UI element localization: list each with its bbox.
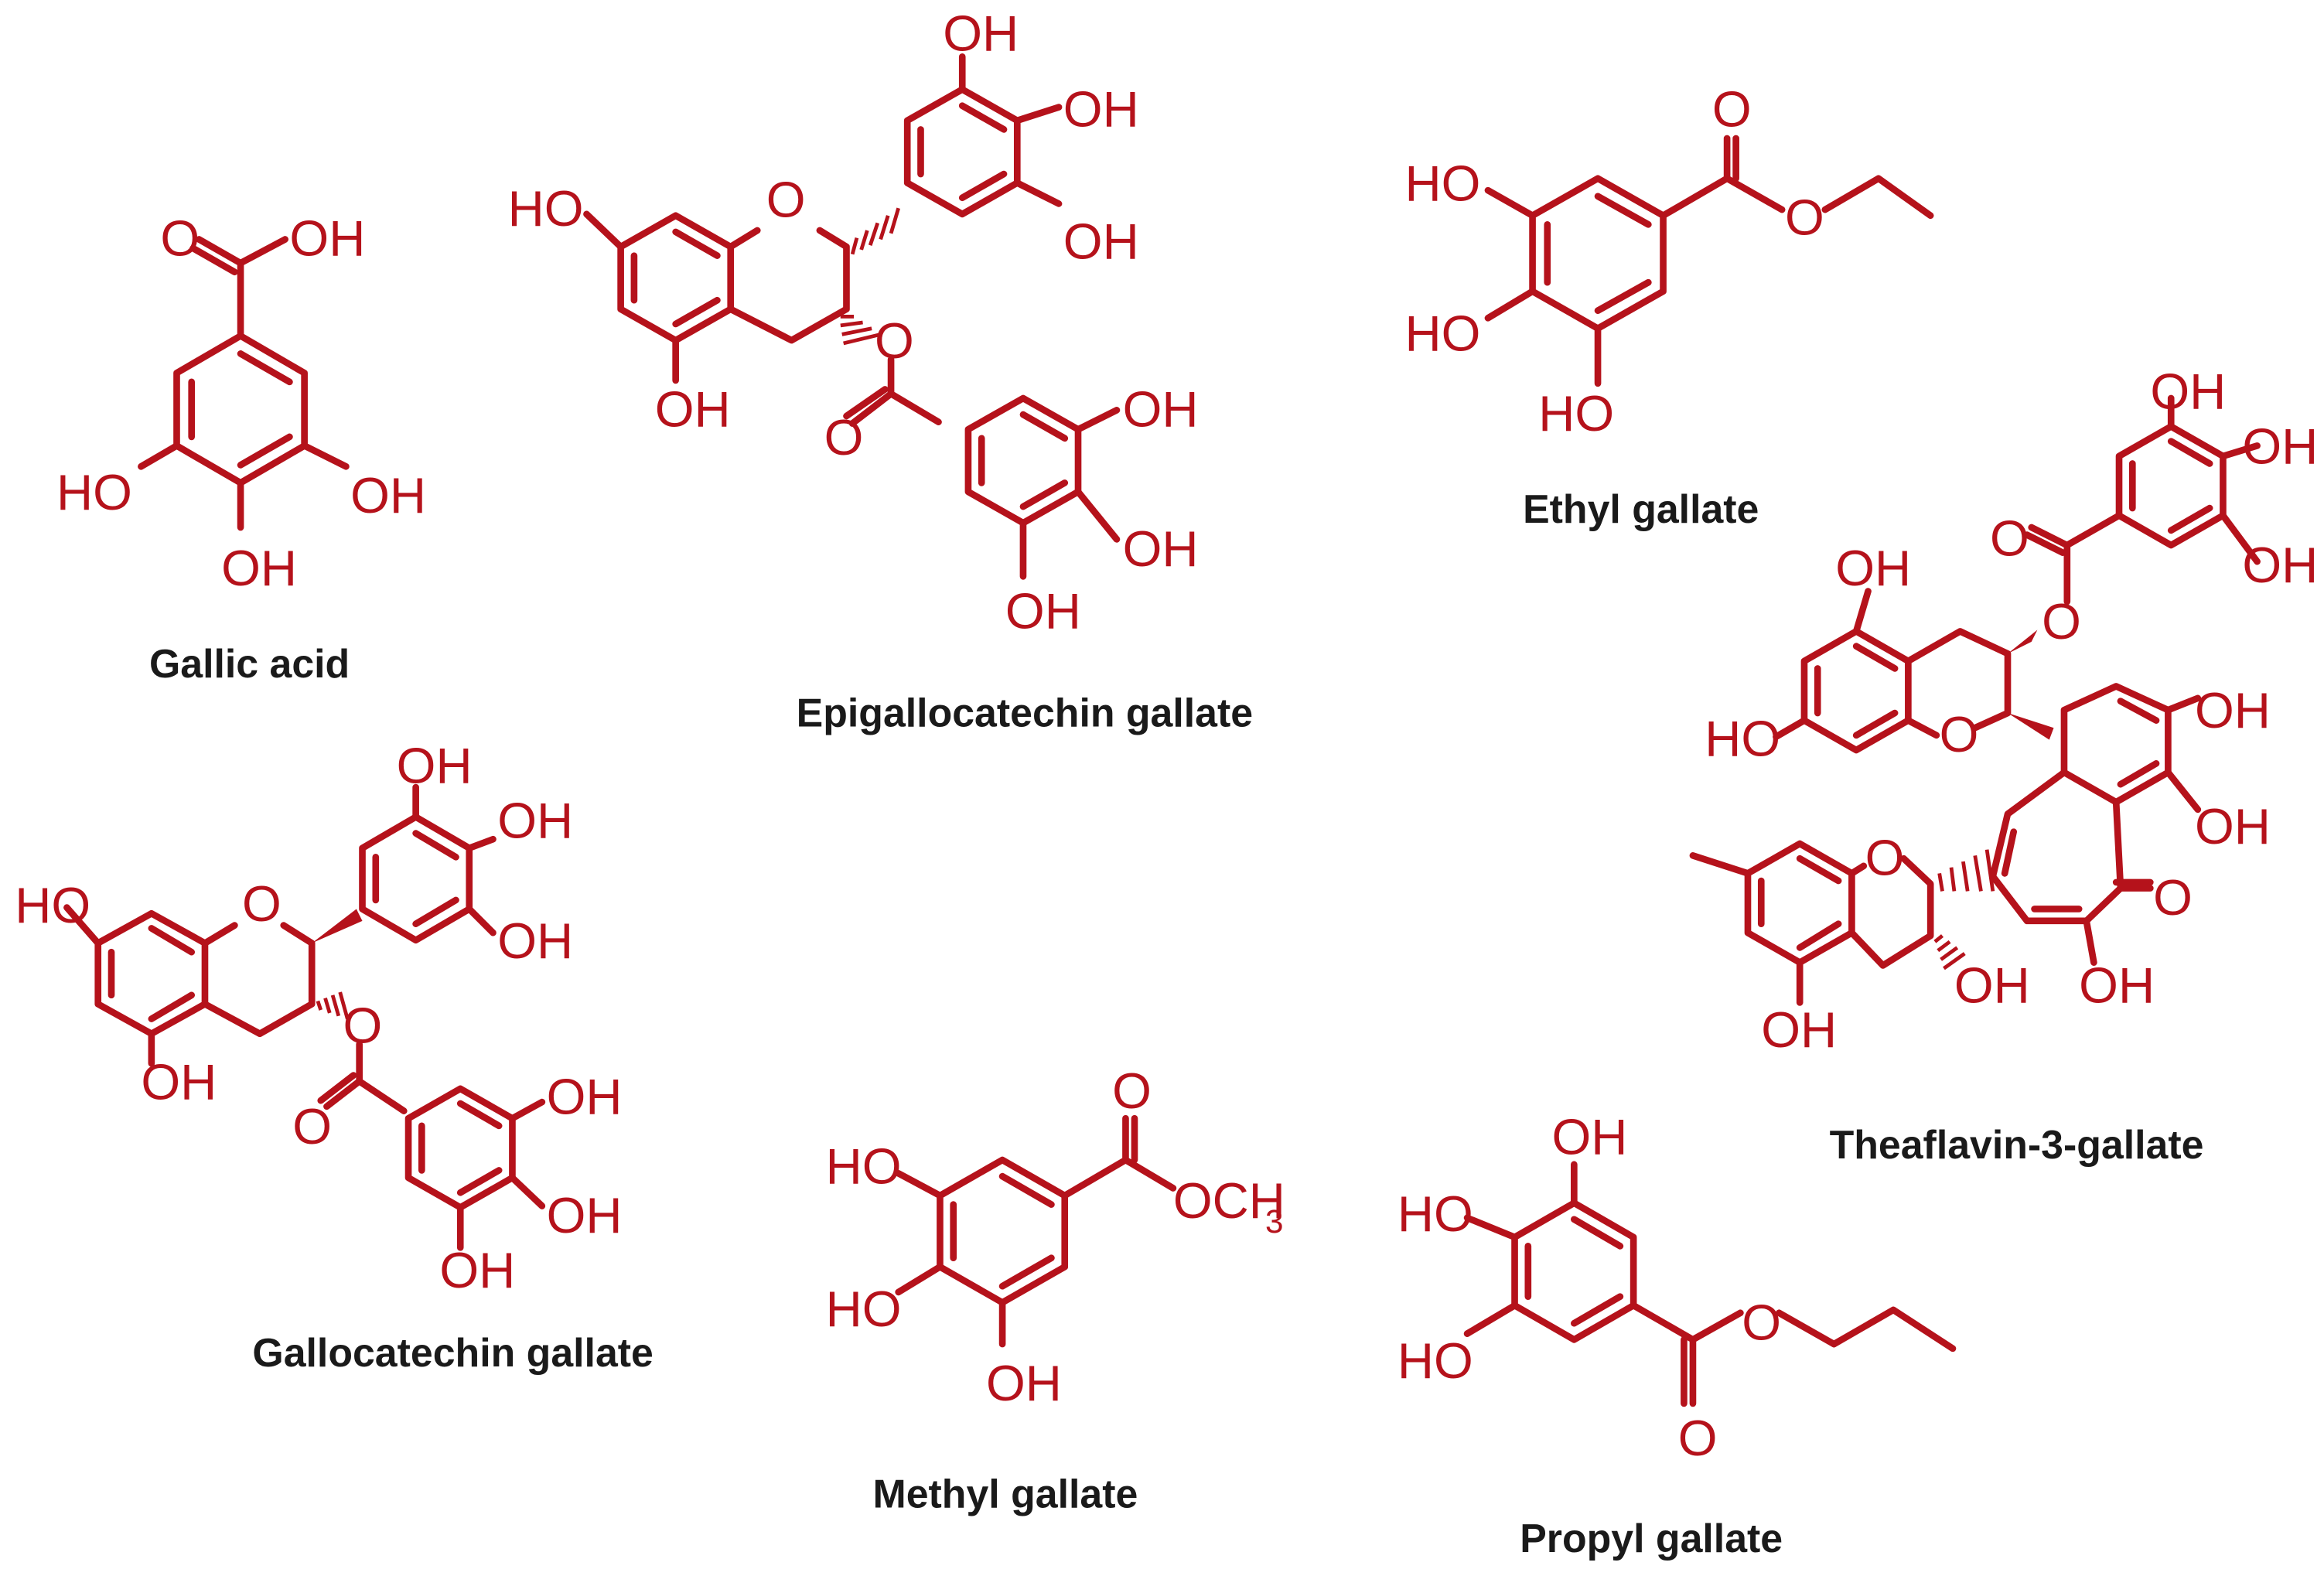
caption-gcg: Gallocatechin gallate (252, 1330, 653, 1375)
ethyl-ho-3: HO (1538, 385, 1614, 442)
caption-egcg: Epigallocatechin gallate (797, 690, 1253, 735)
tf-g-oh-3: OH (2242, 537, 2318, 593)
gcg-g-oh-1: OH (547, 1068, 623, 1124)
gcg-wedge-2 (312, 909, 363, 943)
tf-oh-5b: OH (1761, 1001, 1837, 1058)
gallic-carboxyl-oh: OH (289, 210, 365, 267)
tf-ester-o: O (2042, 593, 2081, 650)
methyl-ho-1: HO (826, 1138, 902, 1195)
tf-keto-o: O (2153, 869, 2193, 926)
gcg-ho-7: HO (15, 877, 90, 933)
tf-carbonyl-o: O (1990, 510, 2029, 567)
gcg-g-oh-2: OH (547, 1187, 623, 1243)
propyl-carbonyl-o: O (1678, 1410, 1718, 1466)
tf-oh-a: OH (2195, 682, 2271, 739)
egcg-structure: HO O OH OH OH OH O O OH OH OH (508, 5, 1199, 640)
tf-ho-7: HO (1705, 711, 1780, 767)
tf-wedge-3 (2008, 629, 2038, 654)
egcg-hash-c2 (850, 207, 900, 255)
propyl-ester-o: O (1742, 1294, 1781, 1350)
propyl-gallate-structure: OH HO HO O O (1397, 1108, 1957, 1466)
egcg-carbonyl-o: O (824, 409, 864, 466)
gcg-g-oh-3: OH (439, 1242, 515, 1298)
egcg-oh-5: OH (655, 380, 731, 437)
egcg-hash-c3 (840, 314, 882, 346)
gcg-structure: HO O OH OH OH OH O O OH OH OH (15, 737, 622, 1298)
tf-g-oh-1: OH (2150, 363, 2226, 419)
tf-ring-o-1: O (1940, 706, 1979, 762)
gallic-acid-structure: O OH HO OH OH (56, 210, 426, 596)
gcg-b-oh-2: OH (497, 792, 573, 848)
ethyl-carbonyl-o: O (1712, 81, 1752, 138)
egcg-b-oh-3: OH (1063, 213, 1139, 269)
ethyl-gallate-structure: HO HO HO O O (1404, 81, 1934, 442)
propyl-ho-1: HO (1397, 1185, 1473, 1242)
gcg-carbonyl-o: O (292, 1098, 332, 1155)
tf-g-oh-2: OH (2242, 418, 2318, 474)
tf-ring-o-2: O (1865, 829, 1905, 885)
gcg-oh-5: OH (141, 1053, 217, 1110)
caption-propyl-gallate: Propyl gallate (1520, 1516, 1783, 1561)
gcg-b-oh-3: OH (497, 913, 573, 969)
egcg-b-oh-2: OH (1063, 81, 1139, 138)
methyl-gallate-structure: HO HO OH O OCH 3 (826, 1063, 1285, 1411)
gcg-ring-o: O (242, 875, 282, 932)
egcg-ring-o: O (766, 172, 806, 228)
egcg-g-oh-2: OH (1123, 520, 1199, 577)
methyl-ho-2: HO (826, 1281, 902, 1337)
gcg-hash-c3 (316, 991, 350, 1020)
tf-oh-b: OH (2195, 798, 2271, 855)
tf-oh-5: OH (1835, 540, 1911, 596)
propyl-oh-1: OH (1552, 1108, 1628, 1165)
egcg-b-oh-1: OH (943, 5, 1019, 62)
gallic-carbonyl-o: O (160, 210, 200, 267)
egcg-g-oh-1: OH (1123, 380, 1199, 437)
ethyl-ho-1: HO (1404, 155, 1480, 212)
egcg-ho-7: HO (508, 180, 584, 237)
methyl-och: OCH (1173, 1172, 1285, 1229)
tf-wedge-2 (2008, 713, 2054, 740)
tf-hash-oh (1933, 934, 1966, 971)
gallic-ho-left: HO (56, 464, 132, 520)
caption-gallic-acid: Gallic acid (149, 641, 350, 686)
gcg-ester-o: O (343, 997, 383, 1053)
methyl-subscript: 3 (1265, 1203, 1284, 1240)
methyl-carbonyl-o: O (1112, 1063, 1152, 1119)
egcg-g-oh-3: OH (1005, 583, 1081, 640)
propyl-ho-2: HO (1397, 1332, 1473, 1389)
egcg-ester-o: O (875, 312, 914, 369)
gcg-b-oh-1: OH (397, 737, 473, 793)
caption-theaflavin: Theaflavin-3-gallate (1830, 1122, 2204, 1167)
caption-methyl-gallate: Methyl gallate (873, 1471, 1138, 1516)
theaflavin-structure: OH OH OH O O OH HO O OH OH O OH O OH OH (1689, 363, 2318, 1058)
caption-ethyl-gallate: Ethyl gallate (1523, 486, 1759, 531)
methyl-oh-3: OH (986, 1355, 1062, 1411)
tf-oh-c: OH (2079, 957, 2155, 1013)
gallic-oh-right: OH (350, 467, 426, 524)
ethyl-ester-o: O (1785, 189, 1824, 246)
ethyl-ho-2: HO (1404, 305, 1480, 362)
tf-hash-lower (1937, 849, 1995, 892)
tf-oh-3b: OH (1954, 957, 2030, 1013)
gallic-oh-bottom: OH (221, 540, 297, 596)
